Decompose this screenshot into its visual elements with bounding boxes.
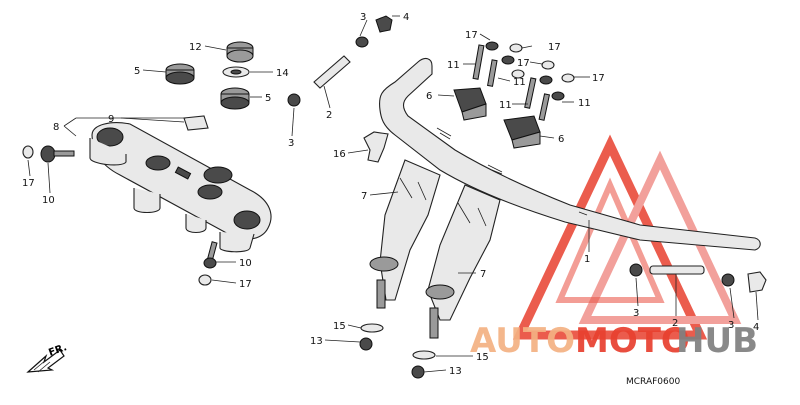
bolt-10-lower (198, 241, 218, 286)
callout-label: 17 (548, 42, 561, 53)
watermark-part-hub: HUB (676, 321, 758, 361)
callout-label: 11 (578, 98, 591, 109)
callout-label: 15 (476, 352, 489, 363)
callout-label: 10 (239, 258, 252, 269)
bolt-10-left (22, 145, 75, 163)
callout-label: 7 (361, 191, 367, 202)
callout-label: 16 (333, 149, 346, 160)
callout-label: 2 (672, 318, 678, 329)
diagram-code: MCRAF0600 (626, 377, 680, 387)
rod-2-top (287, 15, 393, 107)
callout-label: 13 (310, 336, 323, 347)
rubber-mounts (165, 41, 254, 110)
direction-label: FR. (47, 342, 68, 359)
callout-labels: 3 4 12 5 14 5 2 3 9 8 17 10 10 17 16 7 7… (22, 12, 759, 377)
callout-label: 17 (517, 58, 530, 69)
callout-label: 10 (42, 195, 55, 206)
callout-label: 17 (22, 178, 35, 189)
callout-label: 3 (728, 320, 734, 331)
callout-label: 17 (239, 279, 252, 290)
fork-tube-right (425, 184, 501, 339)
handlebar-pipe (378, 57, 761, 251)
callout-label: 12 (189, 42, 202, 53)
callout-label: 3 (288, 138, 294, 149)
washer-bolt-lower (359, 323, 436, 379)
callout-label: 5 (265, 93, 271, 104)
watermark-part-moto: MOTO (575, 321, 690, 361)
fork-tube-left (369, 159, 441, 309)
callout-label: 3 (360, 12, 366, 23)
handlebar-holder-left (453, 87, 487, 121)
clamp-16 (363, 131, 389, 163)
callout-label: 17 (465, 30, 478, 41)
callout-label: 15 (333, 321, 346, 332)
callout-label: 5 (134, 66, 140, 77)
callout-label: 3 (633, 308, 639, 319)
callout-label: 4 (403, 12, 409, 23)
top-bridge (89, 122, 272, 253)
gasket-9 (183, 115, 209, 131)
callout-label: 4 (753, 322, 759, 333)
bolt-11-group (472, 41, 575, 121)
callout-label: 13 (449, 366, 462, 377)
front-direction-arrow-icon (26, 349, 65, 373)
callout-label: 1 (584, 254, 590, 265)
svg-text:AUTOMOTO: AUTOMOTO (470, 321, 690, 361)
callout-label: 8 (53, 122, 59, 133)
watermark-part-auto: AUTO (470, 321, 575, 361)
callout-label: 2 (326, 110, 332, 121)
callout-label: 17 (592, 73, 605, 84)
watermark-text: AUTOMOTO HUB (470, 321, 758, 361)
callout-label: 6 (558, 134, 564, 145)
callout-label: 7 (480, 269, 486, 280)
rod-2-lower (629, 263, 767, 293)
leader-lines (27, 15, 759, 373)
callout-label: 11 (513, 77, 526, 88)
callout-label: 11 (499, 100, 512, 111)
callout-label: 14 (276, 68, 289, 79)
callout-label: 9 (108, 114, 114, 125)
callout-label: 6 (426, 91, 432, 102)
callout-label: 11 (447, 60, 460, 71)
handlebar-holder-right (503, 115, 541, 149)
